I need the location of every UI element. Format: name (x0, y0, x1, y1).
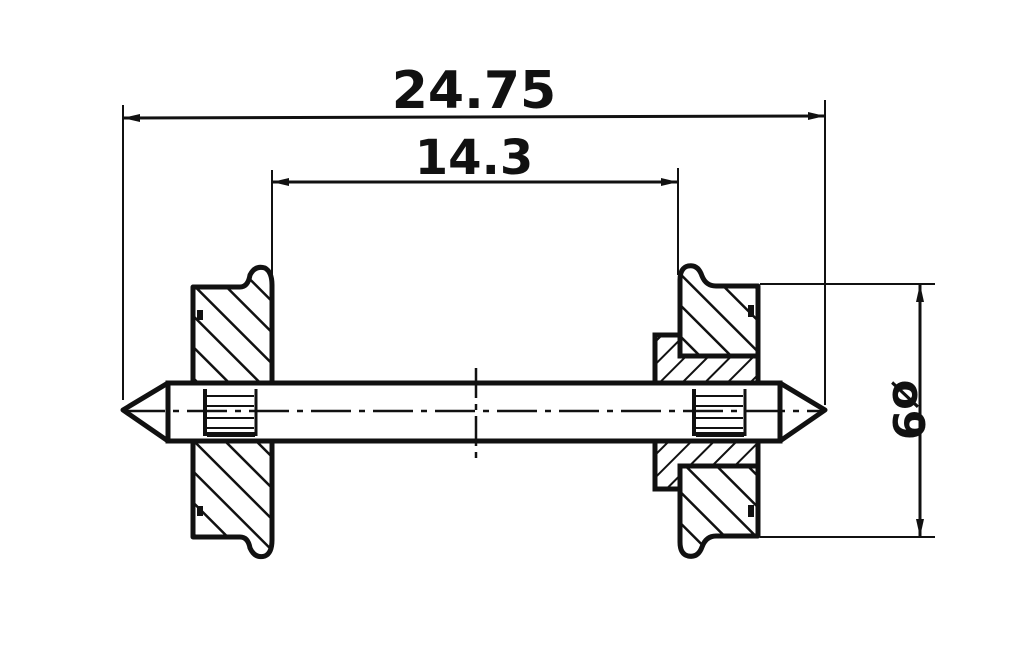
diameter-label: ø9 (882, 380, 933, 441)
right-wheel (652, 263, 761, 559)
dimension-overall-length: 24.75 (122, 61, 826, 405)
left-knurl (203, 389, 258, 437)
back-to-back-label: 14.3 (415, 130, 533, 186)
dimension-back-to-back: 14.3 (271, 130, 679, 275)
axle (120, 368, 828, 458)
dimension-wheel-diameter: ø9 (760, 283, 935, 538)
right-knurl (692, 389, 747, 437)
overall-length-label: 24.75 (392, 61, 556, 121)
left-wheel (190, 264, 275, 560)
